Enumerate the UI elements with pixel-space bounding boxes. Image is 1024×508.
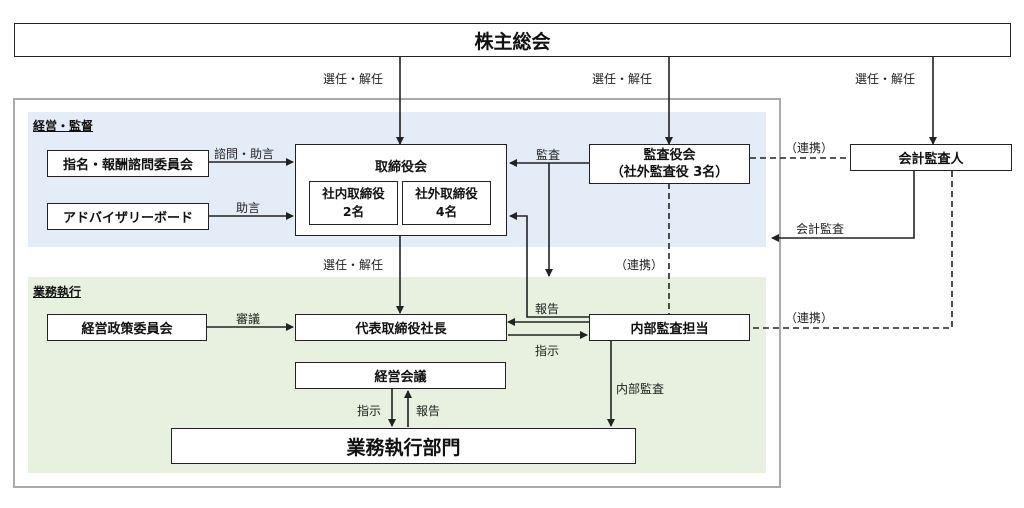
label-cooperation-accountant-internal: （連携） — [785, 311, 834, 325]
arrow-report-board — [509, 212, 589, 318]
internal-audit: 内部監査担当 — [589, 314, 750, 341]
label-cooperation-internal: （連携） — [615, 258, 664, 272]
label-audit: 監査 — [536, 148, 561, 162]
label-advice: 助言 — [236, 201, 261, 215]
audit-board-title: 監査役会 — [643, 148, 696, 163]
business-division: 業務執行部門 — [171, 428, 636, 464]
label-elect-accountant: 選任・解任 — [855, 72, 916, 86]
label-deliberation: 審議 — [236, 312, 261, 326]
label-elect-audit: 選任・解任 — [592, 72, 653, 86]
external-directors: 社外取締役 4名 — [402, 181, 491, 225]
management-meeting: 経営会議 — [295, 362, 506, 389]
label-cooperation-accountant: （連携） — [785, 141, 834, 155]
label-elect-board: 選任・解任 — [323, 72, 384, 86]
label-internal-audit: 内部監査 — [616, 382, 665, 396]
label-elect-president: 選任・解任 — [323, 258, 384, 272]
accounting-auditor: 会計監査人 — [850, 144, 1012, 171]
internal-directors: 社内取締役 2名 — [309, 181, 398, 225]
outer-frame — [13, 98, 781, 488]
board-of-directors: 取締役会 社内取締役 2名 社外取締役 4名 — [295, 144, 507, 236]
governance-label: 経営・監督 — [33, 119, 94, 133]
advisory-board: アドバイザリーボード — [47, 203, 209, 230]
audit-board-detail: （社外監査役 3名） — [610, 165, 729, 180]
label-consult: 諮問・助言 — [214, 147, 275, 161]
management-policy-committee: 経営政策委員会 — [47, 314, 207, 341]
execution-label: 業務執行 — [33, 285, 82, 299]
label-report-president: 報告 — [535, 302, 560, 316]
board-title: 取締役会 — [374, 160, 427, 175]
label-instruction-ia: 指示 — [535, 344, 560, 358]
label-accounting-audit: 会計監査 — [796, 222, 845, 236]
nomination-committee: 指名・報酬諮問委員会 — [47, 150, 209, 177]
arrow-accounting-audit — [771, 171, 915, 242]
shareholders-meeting: 株主総会 — [14, 23, 1011, 57]
audit-board: 監査役会 （社外監査役 3名） — [589, 144, 750, 184]
label-report-meeting: 報告 — [416, 404, 441, 418]
president: 代表取締役社長 — [295, 314, 507, 341]
dashed-accountant-internal — [750, 171, 953, 329]
label-instruction-division: 指示 — [357, 404, 382, 418]
